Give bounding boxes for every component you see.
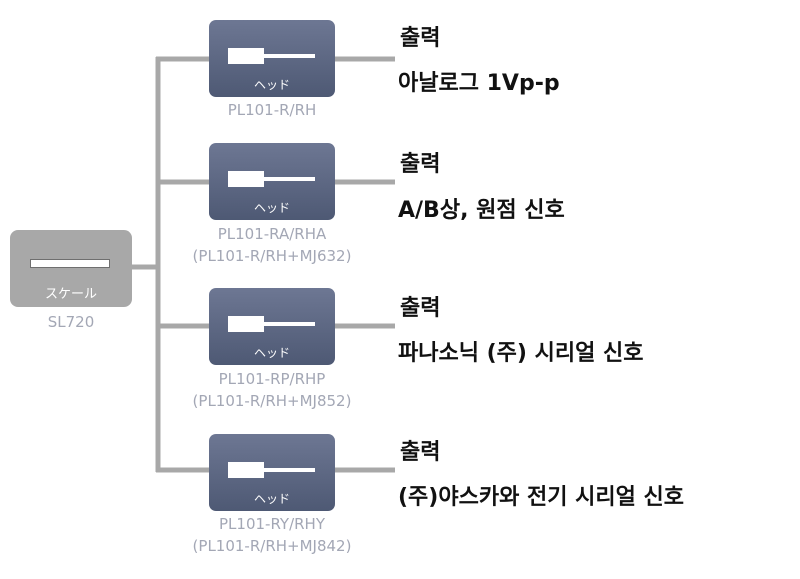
output-title-3: 출력: [400, 296, 441, 321]
head-model-1: PL101-R/RH: [227, 101, 317, 119]
output-title-2: 출력: [400, 152, 441, 177]
output-desc-3: 파나소닉 (주) 시리얼 신호: [398, 341, 644, 366]
head-block-4: ヘッド: [209, 434, 335, 511]
head-slot-icon: [228, 48, 264, 64]
head-slot-icon: [228, 316, 264, 332]
head-model-2: PL101-RA/RHA: [217, 225, 327, 243]
head-label: ヘッド: [253, 492, 290, 506]
output-desc-4: (주)야스카와 전기 시리얼 신호: [398, 485, 684, 510]
head-rod-icon: [262, 177, 315, 181]
head-model-3: PL101-RP/RHP: [218, 370, 326, 388]
output-title-1: 출력: [400, 26, 441, 51]
head-model-4-sub: (PL101-R/RH+MJ842): [192, 537, 352, 555]
scale-block: スケール: [10, 230, 132, 307]
head-model-3-sub: (PL101-R/RH+MJ852): [192, 392, 352, 410]
head-rod-icon: [262, 54, 315, 58]
head-model-2-sub: (PL101-R/RH+MJ632): [192, 247, 352, 265]
scale-label: スケール: [44, 287, 97, 302]
scale-model: SL720: [47, 313, 95, 331]
head-model-4: PL101-RY/RHY: [219, 515, 325, 533]
head-block-3: ヘッド: [209, 288, 335, 365]
head-slot-icon: [228, 171, 264, 187]
head-label: ヘッド: [253, 201, 290, 215]
output-desc-2: A/B상, 원점 신호: [398, 198, 565, 223]
head-rod-icon: [262, 468, 315, 472]
head-label: ヘッド: [253, 346, 290, 360]
output-title-4: 출력: [400, 440, 441, 465]
head-label: ヘッド: [253, 78, 290, 92]
head-slot-icon: [228, 462, 264, 478]
output-desc-1: 아날로그 1Vp-p: [398, 71, 560, 96]
scale-bar-icon: [30, 259, 110, 268]
head-block-2: ヘッド: [209, 143, 335, 220]
head-rod-icon: [262, 322, 315, 326]
head-block-1: ヘッド: [209, 20, 335, 97]
